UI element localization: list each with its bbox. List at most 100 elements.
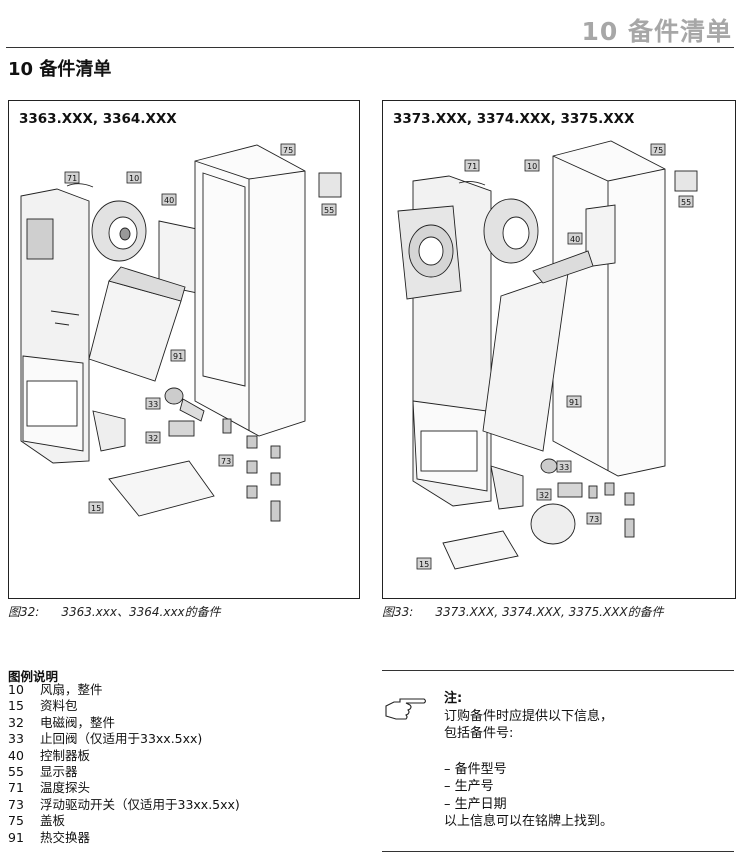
legend-item: 55 显示器	[8, 764, 240, 780]
svg-text:91: 91	[569, 398, 579, 407]
svg-text:40: 40	[164, 196, 174, 205]
callout-15: 15	[88, 501, 104, 514]
note-bullet: – 生产号	[444, 779, 494, 794]
legend-item-label: 热交换器	[40, 829, 91, 845]
callout-40: 40	[567, 232, 583, 245]
header-rule	[6, 47, 734, 48]
legend-item: 71 温度探头	[8, 780, 240, 796]
note-title: 注:	[444, 691, 463, 706]
figure-32-box: 3363.XXX, 3364.XXX 71 10 40 75 55 91 33 …	[8, 100, 360, 599]
legend-list: 10 风扇，整件 15 资料包 32 电磁阀，整件 33 止回阀（仅适用于33xx.5x…	[8, 682, 240, 846]
legend-item-label: 电磁阀，整件	[40, 714, 116, 730]
svg-text:91: 91	[173, 352, 183, 361]
callout-32: 32	[536, 488, 552, 501]
legend-item: 73 浮动驱动开关（仅适用于33xx.5xx)	[8, 797, 240, 813]
callout-33: 33	[145, 397, 161, 410]
legend-item: 75 盖板	[8, 813, 240, 829]
svg-text:40: 40	[570, 235, 580, 244]
callout-73: 73	[586, 512, 602, 525]
svg-text:33: 33	[148, 400, 158, 409]
note-bottom-rule	[382, 851, 734, 852]
svg-text:33: 33	[559, 463, 569, 472]
legend-item-number: 73	[8, 796, 24, 812]
figure-33-model: 3373.XXX, 3374.XXX, 3375.XXX	[393, 111, 635, 127]
svg-text:71: 71	[67, 174, 77, 183]
legend-item-label: 风扇，整件	[40, 682, 103, 697]
note-bullet: – 生产日期	[444, 796, 507, 812]
svg-text:55: 55	[324, 206, 334, 215]
note-line: 包括备件号:	[444, 726, 514, 741]
svg-text:55: 55	[681, 198, 691, 207]
caption-number: 图32:	[8, 605, 40, 619]
callout-40: 40	[161, 193, 177, 206]
callout-71: 71	[64, 171, 80, 184]
legend-item: 32 电磁阀，整件	[8, 715, 240, 731]
chapter-header-title: 10 备件清单	[581, 17, 732, 46]
figure-32-model: 3363.XXX, 3364.XXX	[19, 111, 177, 127]
legend-item-number: 55	[8, 764, 24, 780]
legend-item: 10 风扇，整件	[8, 682, 240, 698]
svg-text:73: 73	[221, 457, 231, 466]
figure-33-drawing	[397, 140, 698, 570]
legend-item-number: 71	[8, 780, 24, 796]
figure-33-box: 3373.XXX, 3374.XXX, 3375.XXX 71 10 75 55…	[382, 100, 736, 599]
svg-text:75: 75	[653, 146, 663, 155]
note-footer: 以上信息可以在铭牌上找到。	[444, 814, 614, 829]
svg-text:10: 10	[527, 162, 537, 171]
caption-text: 3373.XXX, 3374.XXX, 3375.XXX的备件	[435, 605, 664, 619]
legend-item-number: 15	[8, 698, 24, 714]
legend-item-number: 75	[8, 813, 24, 829]
legend-item-label: 盖板	[40, 813, 66, 829]
legend-item-label: 浮动驱动开关（仅适用于33xx.5xx)	[40, 796, 240, 812]
callout-91: 91	[566, 395, 582, 408]
svg-text:32: 32	[148, 434, 158, 443]
legend-item-label: 温度探头	[40, 780, 91, 796]
figure-32-caption: 图32: 3363.xxx、3364.xxx的备件	[8, 603, 221, 620]
legend-item-label: 显示器	[40, 764, 78, 780]
legend-item: 15 资料包	[8, 698, 240, 714]
legend-item-number: 91	[8, 829, 24, 845]
section-title: 10 备件清单	[8, 59, 112, 80]
legend-item-number: 10	[8, 682, 24, 697]
callout-71: 71	[464, 159, 480, 172]
legend-title: 图例说明	[8, 669, 59, 684]
caption-number: 图33:	[382, 605, 414, 619]
legend-item-label: 资料包	[40, 698, 78, 714]
legend-item: 91 热交换器	[8, 830, 240, 846]
svg-text:71: 71	[467, 162, 477, 171]
callout-73: 73	[218, 454, 234, 467]
callout-10: 10	[524, 159, 540, 172]
svg-text:75: 75	[283, 146, 293, 155]
legend-item-label: 控制器板	[40, 747, 91, 763]
legend-item-number: 33	[8, 731, 24, 747]
figure-32-drawing	[20, 144, 342, 522]
svg-text:32: 32	[539, 491, 549, 500]
legend-item-label: 止回阀（仅适用于33xx.5xx)	[40, 731, 203, 747]
callout-33: 33	[556, 460, 572, 473]
note-line: 订购备件时应提供以下信息，	[444, 708, 614, 724]
svg-text:73: 73	[589, 515, 599, 524]
caption-text: 3363.xxx、3364.xxx的备件	[61, 605, 221, 619]
note-spacer	[444, 743, 613, 761]
note-block: 注: 订购备件时应提供以下信息， 包括备件号: – 备件型号 – 生产号 – 生…	[444, 690, 613, 831]
legend-item-number: 32	[8, 714, 24, 730]
callout-91: 91	[170, 349, 186, 362]
note-bullet: – 备件型号	[444, 761, 507, 777]
callout-55: 55	[678, 195, 694, 208]
callout-15: 15	[416, 557, 432, 570]
legend-item: 33 止回阀（仅适用于33xx.5xx)	[8, 731, 240, 747]
callout-10: 10	[126, 171, 142, 184]
callout-75: 75	[650, 143, 666, 156]
callout-75: 75	[280, 143, 296, 156]
callout-32: 32	[145, 431, 161, 444]
svg-text:10: 10	[129, 174, 139, 183]
figure-33-callouts: 71 10 75 55 40 91 33 32 73 15	[416, 143, 694, 570]
callout-55: 55	[321, 203, 337, 216]
legend-item-number: 40	[8, 747, 24, 763]
svg-text:15: 15	[419, 560, 429, 569]
figure-33-caption: 图33: 3373.XXX, 3374.XXX, 3375.XXX的备件	[382, 603, 664, 620]
note-top-rule	[382, 670, 734, 671]
figure-32-callouts: 71 10 40 75 55 91 33 32 73 15	[64, 143, 337, 514]
pointing-hand-icon	[385, 698, 427, 720]
svg-text:15: 15	[91, 504, 101, 513]
